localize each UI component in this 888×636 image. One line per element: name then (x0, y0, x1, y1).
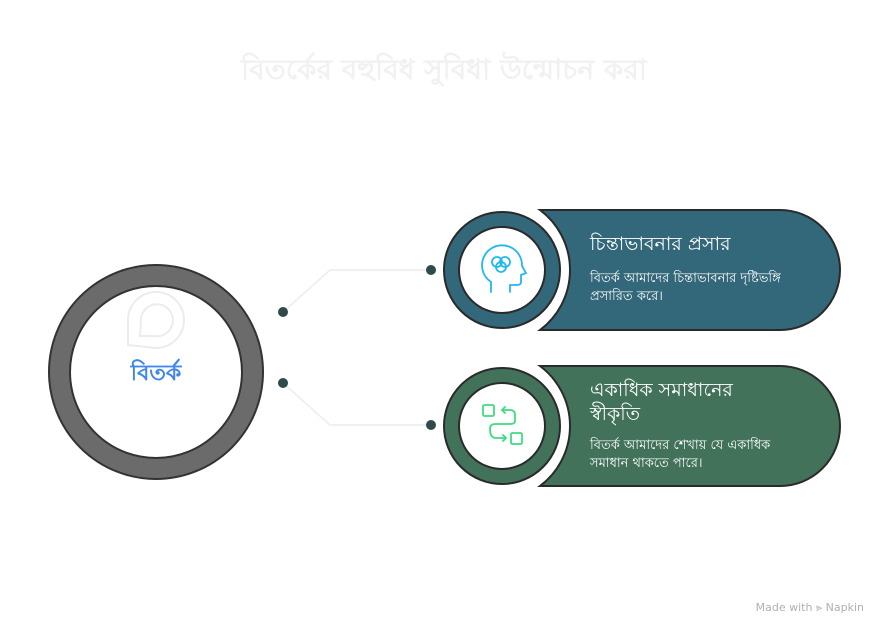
card-title: একাধিক সমাধানের স্বীকৃতি (590, 379, 733, 425)
card-title: চিন্তাভাবনার প্রসার (590, 233, 731, 255)
center-label: বিতর্ক (130, 361, 182, 386)
made-with-napkin[interactable]: Made with ⪢ Napkin (755, 601, 864, 614)
swap-squares-icon (482, 404, 523, 445)
center-inner (69, 285, 243, 459)
icon-inner (458, 226, 546, 314)
connector-top (282, 269, 431, 313)
card-background (537, 209, 841, 331)
page-title: বিতর্কের বহুবিধ সুবিধা উন্মোচন করা (241, 53, 647, 86)
connector-dot (426, 265, 436, 275)
card-description: বিতর্ক আমাদের চিন্তাভাবনার দৃষ্টিভঙ্গি প… (590, 271, 781, 304)
connector-bottom (282, 382, 431, 426)
chat-bubble-icon (127, 291, 185, 350)
icon-inner (458, 382, 546, 470)
card-description: বিতর্ক আমাদের শেখায় যে একাধিক সমাধান থা… (590, 438, 771, 471)
connector-dot (426, 420, 436, 430)
connector-dot (278, 378, 288, 388)
head-brain-icon (481, 244, 528, 293)
card-background (537, 365, 841, 487)
connector-dot (278, 307, 288, 317)
